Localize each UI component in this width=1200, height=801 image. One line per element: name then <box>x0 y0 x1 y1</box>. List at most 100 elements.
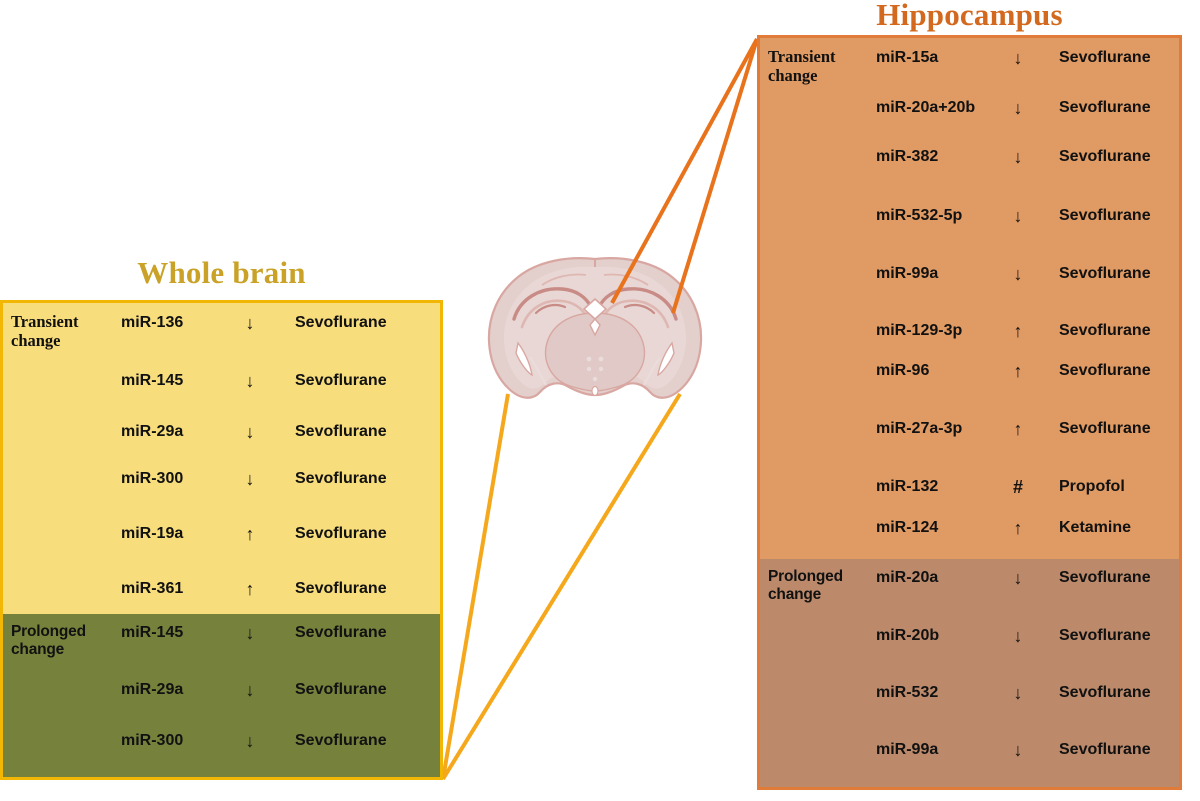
dentate-gyrus-left <box>534 303 567 315</box>
drug-name: Sevoflurane <box>1059 569 1151 586</box>
drug-name: Sevoflurane <box>295 372 387 389</box>
direction-arrow: ↓ <box>245 371 255 391</box>
third-ventricle-base <box>591 385 599 397</box>
mirna-name: miR-382 <box>876 148 939 165</box>
section-label-transient-change: Transient change <box>11 312 115 351</box>
whole-brain-transient-section: Transient change miR-136 ↓ Sevoflurane m… <box>3 303 440 614</box>
table-row: miR-20a ↓ Sevoflurane <box>760 567 1179 589</box>
direction-arrow: ↓ <box>1013 98 1023 118</box>
direction-arrow: ↓ <box>1013 740 1023 760</box>
drug-name: Sevoflurane <box>295 624 387 641</box>
drug-name: Propofol <box>1059 478 1125 495</box>
direction-arrow: ↓ <box>245 680 255 700</box>
drug-name: Sevoflurane <box>1059 684 1151 701</box>
hippocampus-panel-title: Hippocampus <box>876 0 1063 32</box>
direction-arrow: ↓ <box>245 469 255 489</box>
mirna-name: miR-99a <box>876 265 939 282</box>
drug-name: Ketamine <box>1059 519 1132 536</box>
direction-arrow: # <box>1012 477 1023 497</box>
whole-brain-panel-title: Whole brain <box>137 255 306 290</box>
mirna-name: miR-532 <box>876 684 939 701</box>
table-row: miR-20b ↓ Sevoflurane <box>760 625 1179 647</box>
ventricle-stalk <box>589 317 601 337</box>
drug-name: Sevoflurane <box>1059 207 1151 224</box>
drug-name: Sevoflurane <box>295 423 387 440</box>
drug-name: Sevoflurane <box>1059 49 1151 66</box>
midline-nucleus-dot <box>586 366 592 372</box>
lateral-ventricle-right <box>657 341 675 377</box>
whole-brain-prolonged-section: Prolonged change miR-145 ↓ Sevoflurane m… <box>3 614 440 777</box>
connector-line-wholebrain-left <box>441 393 510 780</box>
mirna-name: miR-96 <box>876 362 930 379</box>
direction-arrow: ↓ <box>245 623 255 643</box>
table-row: miR-300 ↓ Sevoflurane <box>3 468 440 490</box>
mirna-name: miR-361 <box>121 580 184 597</box>
table-row: miR-300 ↓ Sevoflurane <box>3 730 440 752</box>
direction-arrow: ↓ <box>1013 626 1023 646</box>
midline-nucleus-dot <box>598 366 604 372</box>
mirna-name: miR-20a <box>876 569 939 586</box>
table-row: miR-29a ↓ Sevoflurane <box>3 421 440 443</box>
midline-nucleus-dot <box>592 376 598 382</box>
section-label-line2: change <box>11 640 65 658</box>
table-row: miR-99a ↓ Sevoflurane <box>760 739 1179 761</box>
drug-name: Sevoflurane <box>1059 362 1151 379</box>
direction-arrow: ↑ <box>245 524 255 544</box>
hippocampus-prolonged-section: Prolonged change miR-20a ↓ Sevoflurane m… <box>760 559 1179 787</box>
mirna-name: miR-300 <box>121 470 184 487</box>
direction-arrow: ↑ <box>245 579 255 599</box>
direction-arrow: ↓ <box>1013 264 1023 284</box>
table-row: miR-27a-3p ↑ Sevoflurane <box>760 418 1179 440</box>
drug-name: Sevoflurane <box>295 525 387 542</box>
internal-capsule-left <box>528 356 548 386</box>
mirna-name: miR-15a <box>876 49 939 66</box>
table-row: miR-99a ↓ Sevoflurane <box>760 263 1179 285</box>
table-row: miR-20a+20b ↓ Sevoflurane <box>760 97 1179 119</box>
table-row: miR-132 # Propofol <box>760 476 1179 498</box>
mirna-name: miR-136 <box>121 314 184 331</box>
internal-capsule-right <box>642 356 662 386</box>
mirna-name: miR-532-5p <box>876 207 963 224</box>
mirna-name: miR-145 <box>121 624 184 641</box>
mirna-name: miR-300 <box>121 732 184 749</box>
hippocampus-table: Transient change miR-15a ↓ Sevoflurane m… <box>757 35 1182 790</box>
hippocampus-transient-section: Transient change miR-15a ↓ Sevoflurane m… <box>760 38 1179 559</box>
section-label-prolonged-change: Prolonged change <box>768 568 878 604</box>
section-label-line1: Prolonged <box>11 623 86 640</box>
whole-brain-table: Transient change miR-136 ↓ Sevoflurane m… <box>0 300 443 780</box>
hippocampus-left-inner <box>520 299 587 329</box>
mirna-name: miR-19a <box>121 525 184 542</box>
table-row: miR-145 ↓ Sevoflurane <box>3 370 440 392</box>
direction-arrow: ↓ <box>1013 568 1023 588</box>
direction-arrow: ↑ <box>1013 361 1023 381</box>
drug-name: Sevoflurane <box>295 470 387 487</box>
section-label-line2: change <box>11 330 61 350</box>
cortex-ridge-left <box>541 273 587 286</box>
table-row: miR-129-3p ↑ Sevoflurane <box>760 320 1179 342</box>
drug-name: Sevoflurane <box>1059 148 1151 165</box>
direction-arrow: ↓ <box>245 313 255 333</box>
mirna-name: miR-132 <box>876 478 939 495</box>
direction-arrow: ↑ <box>1013 419 1023 439</box>
coronal-brain-section-icon <box>487 257 703 399</box>
direction-arrow: ↓ <box>245 422 255 442</box>
section-label-line1: Transient <box>11 312 79 331</box>
section-label-line2: change <box>768 585 822 603</box>
table-row: miR-532 ↓ Sevoflurane <box>760 682 1179 704</box>
table-row: miR-96 ↑ Sevoflurane <box>760 360 1179 382</box>
table-row: miR-124 ↑ Ketamine <box>760 517 1179 539</box>
lateral-ventricle-left <box>515 341 533 377</box>
drug-name: Sevoflurane <box>1059 741 1151 758</box>
table-row: miR-15a ↓ Sevoflurane <box>760 47 1179 69</box>
drug-name: Sevoflurane <box>295 681 387 698</box>
hippocampus-left-arc <box>512 287 593 321</box>
midline-nucleus-dot <box>586 356 592 362</box>
connector-line-wholebrain-right <box>441 392 682 781</box>
drug-name: Sevoflurane <box>1059 99 1151 116</box>
table-row: miR-136 ↓ Sevoflurane <box>3 312 440 334</box>
drug-name: Sevoflurane <box>295 580 387 597</box>
table-row: miR-145 ↓ Sevoflurane <box>3 622 440 644</box>
dentate-gyrus-right <box>623 303 656 315</box>
table-row: miR-382 ↓ Sevoflurane <box>760 146 1179 168</box>
table-row: miR-19a ↑ Sevoflurane <box>3 523 440 545</box>
